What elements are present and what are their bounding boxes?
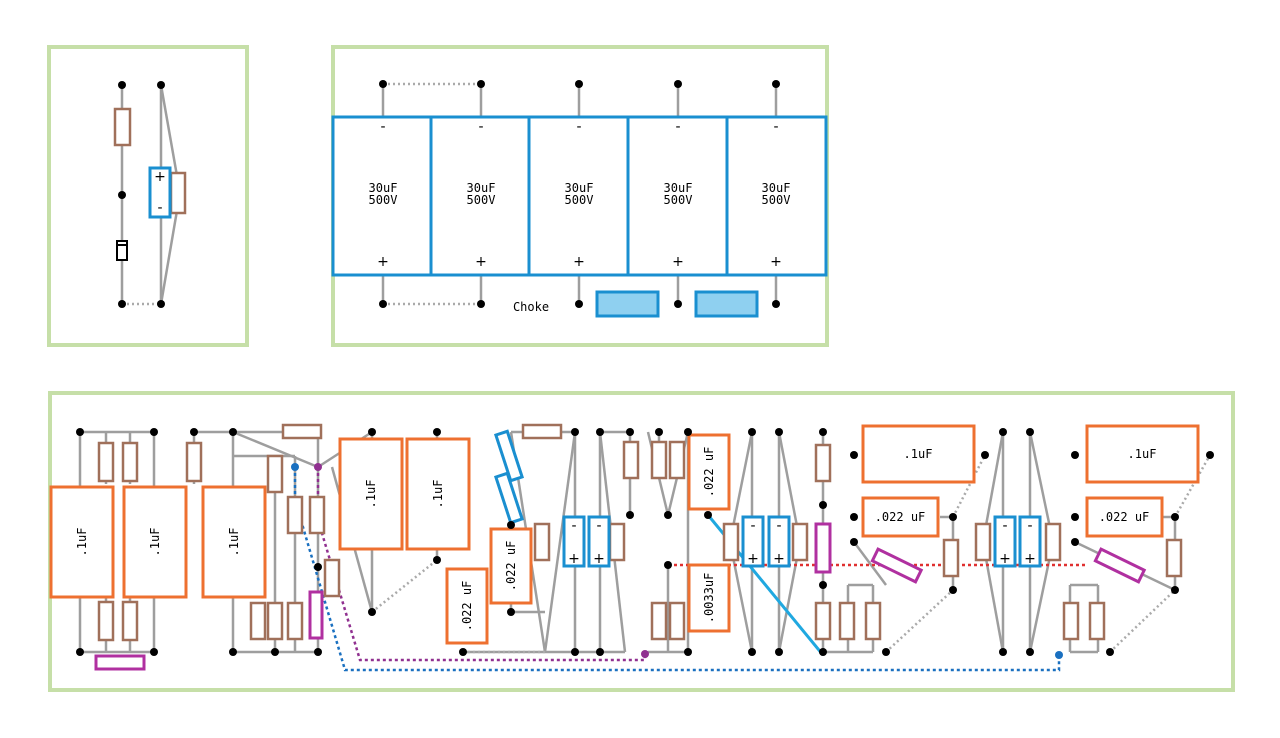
- svg-text:+: +: [568, 551, 580, 567]
- svg-text:-: -: [1027, 518, 1032, 534]
- power-board-wires: [381, 84, 778, 304]
- bias-cap-plus: +: [154, 169, 166, 185]
- film-cap-label: .1uF: [227, 528, 241, 557]
- film-cap-label: .0033uF: [702, 573, 716, 624]
- bias-board: [47, 45, 249, 347]
- filter-cap: [626, 115, 729, 277]
- cap-minus: -: [675, 119, 680, 135]
- film-cap-c12: [1085, 424, 1200, 484]
- film-cap-label: .1uF: [904, 447, 933, 461]
- filter-cap: [725, 115, 828, 277]
- cap-voltage-label: 500V: [762, 193, 791, 207]
- cap-value-label: 30uF: [762, 181, 791, 195]
- cap-minus: -: [773, 119, 778, 135]
- filter-cap-labels: - - - - - 30uF 30uF 30uF 30uF 30uF 500V …: [369, 119, 791, 270]
- purple-jumper-start-node: [314, 463, 322, 471]
- svg-text:+: +: [1024, 551, 1036, 567]
- purple-jumper-end-node: [641, 650, 649, 658]
- cap-voltage-label: 500V: [369, 193, 398, 207]
- cap-plus: +: [573, 254, 585, 270]
- small-electrolytic-symbols: - - - - - - + + + + + +: [568, 518, 1036, 567]
- choke-1: [595, 290, 660, 318]
- cap-minus: -: [576, 119, 581, 135]
- film-cap-label: .022 uF: [460, 581, 474, 632]
- blue-jumper: [293, 467, 1061, 672]
- svg-text:+: +: [999, 551, 1011, 567]
- film-cap-label: .022 uF: [875, 510, 926, 524]
- choke-2: [694, 290, 759, 318]
- film-caps: [49, 424, 1200, 645]
- film-cap-c9: [687, 563, 731, 633]
- cap-plus: +: [475, 254, 487, 270]
- bias-resistor-2: [169, 171, 187, 215]
- film-cap-c5: [405, 437, 471, 551]
- svg-text:+: +: [747, 551, 759, 567]
- cap-minus: -: [380, 119, 385, 135]
- cap-plus: +: [672, 254, 684, 270]
- film-cap-c8: [687, 433, 731, 511]
- blue-jumper-start-node: [291, 463, 299, 471]
- film-cap-label: .022 uF: [504, 541, 518, 592]
- gray-jumpers: [371, 454, 1212, 654]
- film-cap-c2: [122, 485, 188, 599]
- cap-value-label: 30uF: [369, 181, 398, 195]
- filter-caps: [331, 115, 828, 277]
- film-cap-c10: [861, 424, 976, 484]
- film-cap-label: .1uF: [75, 528, 89, 557]
- cap-voltage-label: 500V: [467, 193, 496, 207]
- bias-electrolytic-cap: [148, 166, 172, 219]
- cap-plus: +: [377, 254, 389, 270]
- film-cap-label: .022 uF: [702, 447, 716, 498]
- blue-part-2: [493, 471, 525, 525]
- bias-resistor-1: [113, 107, 132, 147]
- cap-voltage-label: 500V: [565, 193, 594, 207]
- film-cap-c4: [338, 437, 404, 551]
- svg-text:-: -: [1002, 518, 1007, 534]
- filter-cap: [331, 115, 433, 277]
- film-cap-c13: [1085, 496, 1164, 538]
- filter-cap: [429, 115, 531, 277]
- cap-minus: -: [478, 119, 483, 135]
- cap-value-label: 30uF: [565, 181, 594, 195]
- cap-value-label: 30uF: [467, 181, 496, 195]
- film-cap-c11: [861, 496, 940, 538]
- svg-text:+: +: [773, 551, 785, 567]
- blue-part-1: [493, 429, 525, 483]
- film-cap-label: .1uF: [431, 480, 445, 509]
- svg-text:+: +: [593, 551, 605, 567]
- film-cap-label: .022 uF: [1099, 510, 1150, 524]
- cap-voltage-label: 500V: [664, 193, 693, 207]
- svg-text:-: -: [596, 518, 601, 534]
- cap-plus: +: [770, 254, 782, 270]
- cap-value-label: 30uF: [664, 181, 693, 195]
- filter-cap: [527, 115, 630, 277]
- bias-cap-minus: -: [157, 200, 162, 216]
- film-cap-label: .1uF: [1128, 447, 1157, 461]
- blue-jumper-end-node: [1055, 651, 1063, 659]
- main-resistors: [97, 423, 1183, 642]
- power-nodes: [379, 80, 780, 308]
- film-cap-c6: [445, 567, 489, 645]
- film-cap-label: .1uF: [148, 528, 162, 557]
- bias-diode: [116, 240, 128, 261]
- small-electrolytics: [562, 515, 1042, 568]
- film-cap-c3: [201, 485, 267, 599]
- film-cap-c1: [49, 485, 115, 599]
- film-cap-labels: .1uF .1uF .1uF .1uF .1uF .022 uF .022 uF…: [75, 447, 1156, 632]
- svg-text:-: -: [750, 518, 755, 534]
- svg-text:-: -: [776, 518, 781, 534]
- choke-label: Choke: [513, 300, 549, 314]
- bias-nodes: [118, 81, 165, 308]
- film-cap-label: .1uF: [364, 480, 378, 509]
- main-nodes: [76, 428, 1214, 656]
- svg-text:-: -: [571, 518, 576, 534]
- pink-resistors: [94, 522, 1147, 671]
